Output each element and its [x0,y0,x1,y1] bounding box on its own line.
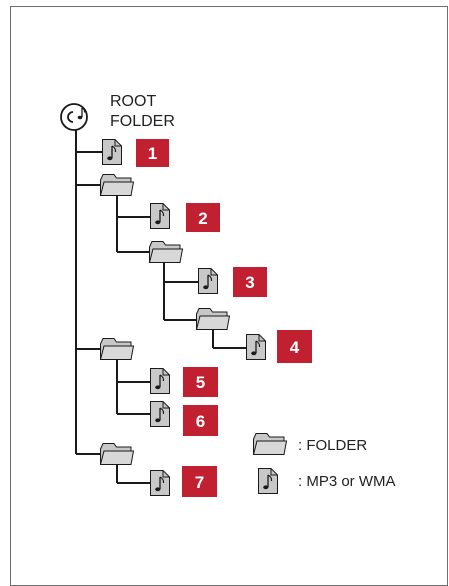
root-label-line1: ROOT [110,93,156,110]
disc-music-icon [60,103,88,131]
folder-icon [196,308,230,330]
track-number: 7 [195,473,204,492]
track-number: 6 [196,412,205,431]
legend-file-label: : MP3 or WMA [298,473,396,490]
folder-icon [253,433,287,455]
track-badge-4: 4 [277,330,312,363]
track-badge-1: 1 [136,139,169,167]
folder-icon [100,338,134,360]
music-file-icon [149,367,171,395]
track-number: 1 [148,144,157,163]
track-badge-7: 7 [182,466,217,497]
folder-icon [100,443,134,465]
track-number: 3 [245,273,254,292]
music-file-icon [149,202,171,230]
music-file-icon [101,138,123,166]
folder-icon [149,241,183,263]
track-badge-6: 6 [183,405,218,436]
track-number: 5 [196,373,205,392]
track-badge-5: 5 [183,367,218,397]
music-file-icon [257,467,279,495]
track-number: 4 [290,338,300,357]
track-badge-2: 2 [186,203,220,232]
track-number: 2 [198,209,207,228]
music-file-icon [197,267,219,295]
legend: : FOLDER : MP3 or WMA [253,433,396,495]
music-file-icon [245,333,267,361]
tree-lines [75,130,246,484]
root-label-line2: FOLDER [110,113,175,130]
legend-folder-label: : FOLDER [298,437,367,454]
diagram-frame [10,6,448,586]
track-badge-3: 3 [233,267,267,297]
music-file-icon [149,469,171,497]
music-file-icon [149,400,171,428]
folder-icon [100,174,134,196]
